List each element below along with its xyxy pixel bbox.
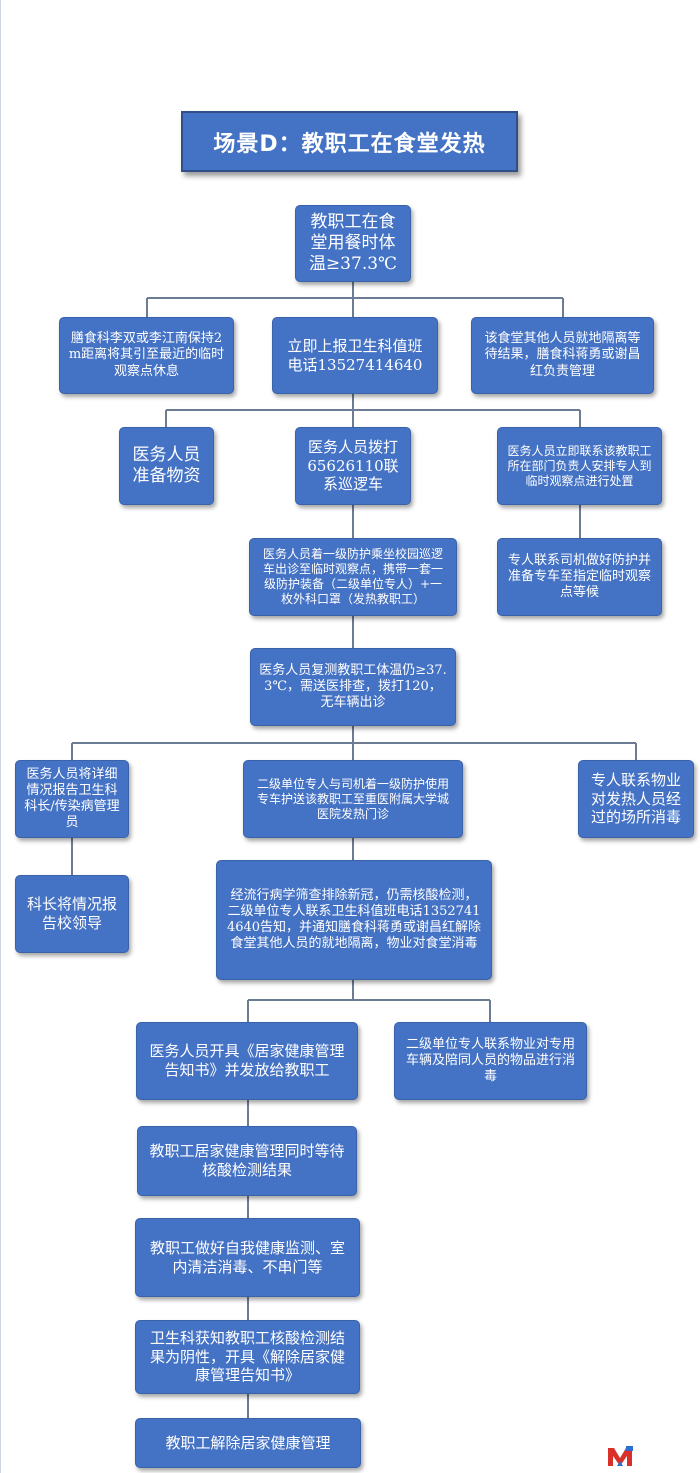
node-screening-result: 经流行病学筛查排除新冠，仍需核酸检测，二级单位专人联系卫生科值班电话135274… (216, 860, 492, 980)
node-await-test-result: 教职工居家健康管理同时等待核酸检测结果 (137, 1126, 357, 1196)
node-fever-detected: 教职工在食堂用餐时体温≥37.3℃ (295, 205, 411, 282)
node-contact-department-head: 医务人员立即联系该教职工所在部门负责人安排专人到临时观察点进行处置 (497, 427, 662, 505)
edge-n5-row6 (71, 726, 637, 760)
node-release-home-management: 教职工解除居家健康管理 (135, 1418, 361, 1468)
edge-n1-row2 (146, 282, 564, 317)
edge-n7b-row8 (247, 980, 491, 1022)
diagram-title: 场景D：教职工在食堂发热 (181, 111, 518, 172)
node-issue-home-notice: 医务人员开具《居家健康管理告知书》并发放给教职工 (136, 1022, 358, 1100)
node-report-health-dept: 立即上报卫生科值班电话13527414640 (272, 317, 438, 394)
node-medical-staff-dispatch: 医务人员着一级防护乘坐校园巡逻车出诊至临时观察点，携带一套一级防护装备（二级单位… (249, 538, 457, 616)
brand-logo-icon (608, 1446, 633, 1466)
node-guide-to-observation: 膳食科李双或李江南保持2m距离将其引至最近的临时观察点休息 (59, 317, 234, 394)
node-report-school-leaders: 科长将情况报告校领导 (15, 875, 129, 953)
page-left-rule (0, 0, 1, 1473)
node-arrange-special-vehicle: 专人联系司机做好防护并准备专车至指定临时观察点等候 (497, 538, 662, 616)
node-self-monitoring: 教职工做好自我健康监测、室内清洁消毒、不串门等 (135, 1218, 360, 1297)
node-negative-result: 卫生科获知教职工核酸检测结果为阴性，开具《解除居家健康管理告知书》 (135, 1320, 360, 1394)
node-report-section-chief: 医务人员将详细情况报告卫生科科长/传染病管理员 (15, 760, 129, 838)
node-call-patrol-car: 医务人员拨打65626110联系巡逻车 (295, 427, 411, 505)
node-escort-to-hospital: 二级单位专人与司机着一级防护使用专车护送该教职工至重医附属大学城医院发热门诊 (243, 760, 463, 838)
node-retest-temperature: 医务人员复测教职工体温仍≥37.3℃，需送医排查，拨打120，无车辆出诊 (250, 648, 456, 726)
node-disinfect-vehicle: 二级单位专人联系物业对专用车辆及陪同人员的物品进行消毒 (394, 1022, 587, 1100)
node-disinfect-route: 专人联系物业对发热人员经过的场所消毒 (578, 760, 694, 838)
node-prepare-supplies: 医务人员准备物资 (119, 427, 214, 505)
edge-n2b-row3 (165, 394, 581, 427)
node-isolate-canteen-staff: 该食堂其他人员就地隔离等待结果，膳食科蒋勇或谢昌红负责管理 (471, 317, 654, 394)
